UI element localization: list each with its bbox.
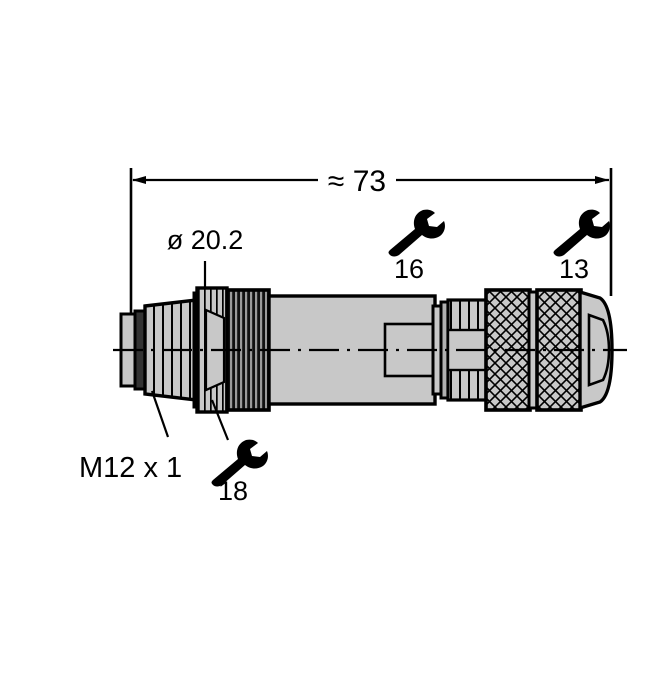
- thread-size-callout: M12 x 1: [79, 390, 182, 484]
- outer-diameter-label: ø 20.2: [167, 225, 244, 255]
- wrench-size-13: 13: [553, 209, 610, 284]
- thread-size-label: M12 x 1: [79, 452, 182, 484]
- wrench-13-label: 13: [559, 254, 589, 284]
- connector-assembly: [113, 286, 627, 414]
- wrench-16-label: 16: [394, 254, 424, 284]
- wrench-size-18: 18: [210, 399, 268, 506]
- wrench-glyph-18: [211, 439, 268, 487]
- thread-leader-line: [150, 390, 170, 438]
- overall-length-label: ≈ 73: [328, 165, 386, 198]
- overall-length-dimension: ≈ 73: [129, 165, 613, 330]
- outer-diameter-callout: ø 20.2: [167, 225, 244, 295]
- wrench-glyph-13: [553, 209, 610, 257]
- wrench-18-label: 18: [218, 476, 248, 506]
- wrench-18-leader-line: [210, 399, 230, 441]
- wrench-icon: [211, 439, 268, 487]
- wrench-icon: [553, 209, 610, 257]
- wrench-glyph-16: [388, 209, 445, 257]
- wrench-size-16: 16: [388, 209, 445, 284]
- wrench-icon: [388, 209, 445, 257]
